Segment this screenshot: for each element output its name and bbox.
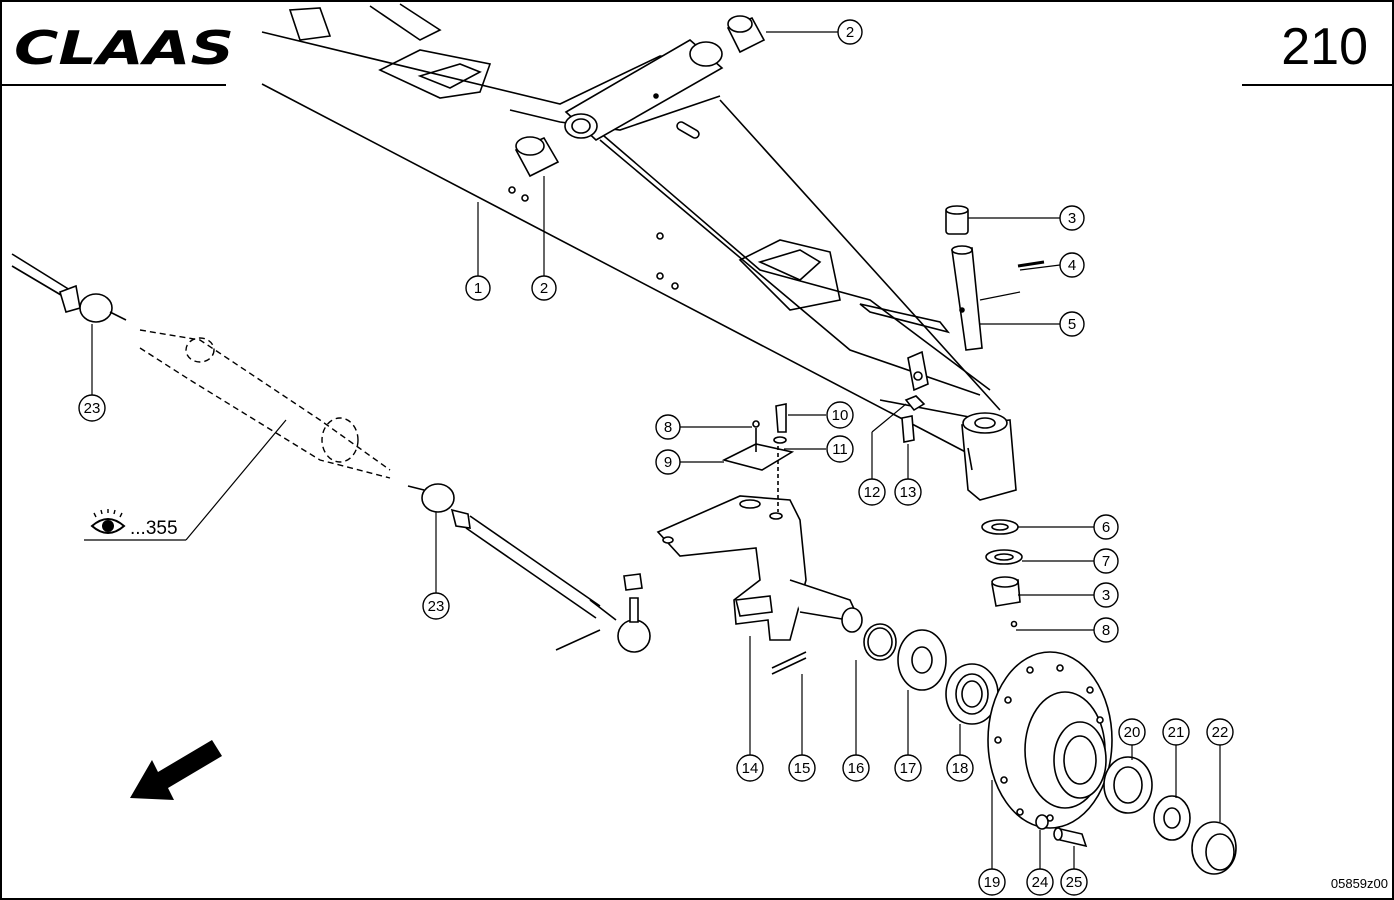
callout-bubbles: 1 2 2 3 3 4 5 6 7 8 8 9 10 11 12 13 14 1… bbox=[78, 19, 1234, 896]
steering-knuckle bbox=[656, 495, 863, 641]
callout-9: 9 bbox=[655, 449, 681, 475]
callout-3-upper-label: 3 bbox=[1068, 210, 1076, 227]
callout-23-right-label: 23 bbox=[428, 598, 445, 615]
callout-16-label: 16 bbox=[848, 760, 865, 777]
callout-1-label: 1 bbox=[474, 280, 482, 297]
callout-24: 24 bbox=[1026, 868, 1054, 896]
callout-22-label: 22 bbox=[1212, 724, 1229, 741]
callout-10-label: 10 bbox=[832, 407, 849, 424]
callout-6-label: 6 bbox=[1102, 519, 1110, 536]
callout-17-label: 17 bbox=[900, 760, 917, 777]
cover-plate bbox=[721, 403, 795, 512]
bushing-upper bbox=[726, 15, 766, 54]
callout-17: 17 bbox=[894, 754, 922, 782]
callout-6: 6 bbox=[1093, 514, 1119, 540]
callout-1: 1 bbox=[465, 275, 491, 301]
callout-21-label: 21 bbox=[1168, 724, 1185, 741]
callout-5-label: 5 bbox=[1068, 316, 1076, 333]
callout-8-upper-label: 8 bbox=[664, 419, 672, 436]
callout-3-lower-label: 3 bbox=[1102, 587, 1110, 604]
callout-4-label: 4 bbox=[1068, 257, 1076, 274]
page-number: 210 bbox=[1281, 18, 1368, 76]
callout-18-label: 18 bbox=[952, 760, 969, 777]
callout-20: 20 bbox=[1118, 718, 1146, 746]
callout-20-label: 20 bbox=[1124, 724, 1141, 741]
brand-name: CLAAS bbox=[14, 21, 234, 75]
tie-rod-dashed bbox=[139, 329, 391, 479]
callout-21: 21 bbox=[1162, 718, 1190, 746]
washer-stack bbox=[981, 519, 1023, 628]
reference-page-label: ...355 bbox=[130, 518, 178, 539]
hub-cap-group bbox=[1103, 756, 1237, 875]
callout-8-lower: 8 bbox=[1093, 617, 1119, 643]
callout-7: 7 bbox=[1093, 548, 1119, 574]
callout-18: 18 bbox=[946, 754, 974, 782]
page-number-block: 210 bbox=[1242, 18, 1394, 86]
callout-8-upper: 8 bbox=[655, 414, 681, 440]
page-reference[interactable]: ...355 bbox=[90, 509, 178, 539]
knuckle-housing bbox=[961, 412, 1017, 501]
wheel-hub bbox=[987, 651, 1113, 829]
callout-5: 5 bbox=[1059, 311, 1085, 337]
callout-15-label: 15 bbox=[794, 760, 811, 777]
callout-3-lower: 3 bbox=[1093, 582, 1119, 608]
callout-13-label: 13 bbox=[900, 484, 917, 501]
axle-frame bbox=[261, 3, 1001, 471]
callout-23-left: 23 bbox=[78, 394, 106, 422]
direction-arrow-icon bbox=[130, 740, 222, 800]
brand-logo: CLAAS bbox=[0, 21, 234, 86]
leader-lines bbox=[84, 31, 1221, 870]
callout-19-label: 19 bbox=[984, 874, 1001, 891]
callout-12: 12 bbox=[858, 478, 886, 506]
callout-25: 25 bbox=[1060, 868, 1088, 896]
callout-23-left-label: 23 bbox=[84, 400, 101, 417]
callout-4: 4 bbox=[1059, 252, 1085, 278]
callout-14-label: 14 bbox=[742, 760, 759, 777]
callout-14: 14 bbox=[736, 754, 764, 782]
tie-rod-right bbox=[407, 483, 651, 653]
drawing-number: 05859z00 bbox=[1331, 876, 1388, 891]
callout-23-right: 23 bbox=[422, 592, 450, 620]
callout-22: 22 bbox=[1206, 718, 1234, 746]
callout-2-upper: 2 bbox=[837, 19, 863, 45]
callout-3-upper: 3 bbox=[1059, 205, 1085, 231]
pivot-tube bbox=[564, 39, 724, 141]
callout-15: 15 bbox=[788, 754, 816, 782]
callout-2-lower-label: 2 bbox=[540, 280, 548, 297]
callout-11-label: 11 bbox=[832, 441, 848, 458]
bolt-group-12-13 bbox=[901, 350, 929, 443]
bushing-lower bbox=[514, 136, 560, 178]
callout-19: 19 bbox=[978, 868, 1006, 896]
cotter-pin bbox=[771, 651, 807, 675]
callout-13: 13 bbox=[894, 478, 922, 506]
callout-8-lower-label: 8 bbox=[1102, 622, 1110, 639]
callout-16: 16 bbox=[842, 754, 870, 782]
hub-seal-group bbox=[863, 623, 999, 725]
eye-icon bbox=[90, 509, 126, 534]
callout-7-label: 7 bbox=[1102, 553, 1110, 570]
callout-10: 10 bbox=[826, 401, 854, 429]
wheel-bolt-group bbox=[1035, 814, 1088, 848]
callout-9-label: 9 bbox=[664, 454, 672, 471]
callout-24-label: 24 bbox=[1032, 874, 1049, 891]
tie-rod-left bbox=[11, 253, 127, 323]
callout-11: 11 bbox=[826, 435, 854, 463]
callout-2-lower: 2 bbox=[531, 275, 557, 301]
callout-25-label: 25 bbox=[1066, 874, 1083, 891]
kingpin-group bbox=[945, 205, 1045, 351]
callout-12-label: 12 bbox=[864, 484, 881, 501]
callout-2-upper-label: 2 bbox=[846, 24, 854, 41]
